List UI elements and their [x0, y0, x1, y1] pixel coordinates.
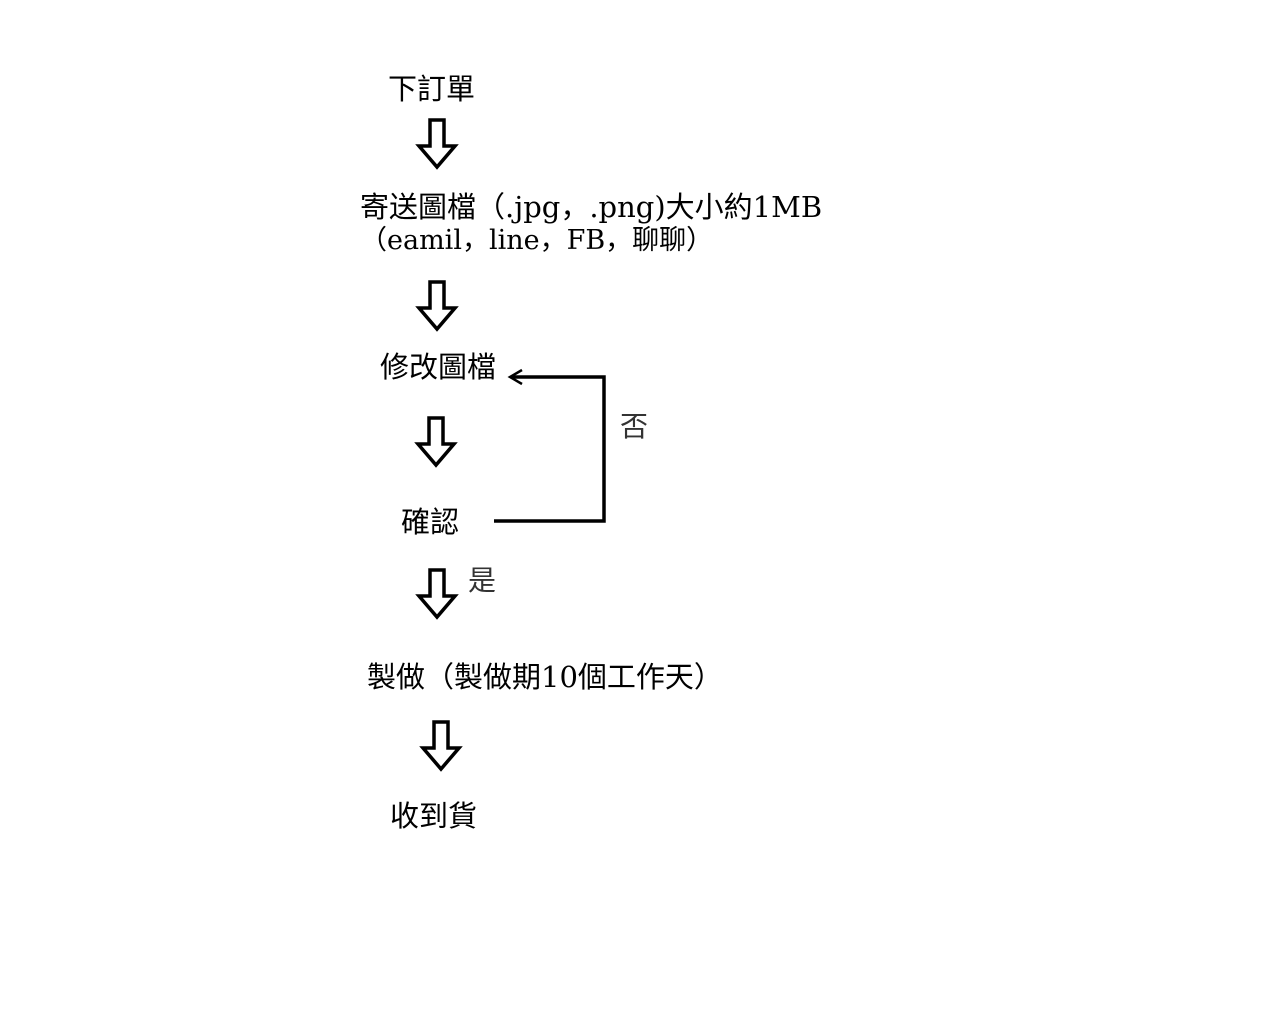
step-send-file: 寄送圖檔（.jpg，.png)大小約1MB: [360, 190, 823, 224]
loop-back-line: [494, 375, 606, 523]
step-send-channels: （eamil，line，FB，聊聊）: [360, 225, 714, 256]
step-produce: 製做（製做期10個工作天）: [367, 660, 723, 694]
step-confirm: 確認: [401, 505, 460, 539]
branch-yes-label: 是: [468, 564, 497, 597]
step-order: 下訂單: [388, 72, 476, 106]
down-arrow-icon: [414, 416, 458, 468]
down-arrow-icon: [415, 568, 459, 620]
down-arrow-icon: [415, 118, 459, 170]
down-arrow-icon: [415, 280, 459, 332]
step-revise: 修改圖檔: [380, 350, 497, 384]
branch-no-label: 否: [620, 410, 649, 443]
down-arrow-icon: [419, 720, 463, 772]
arrowhead-icon: [507, 368, 523, 386]
step-receive: 收到貨: [390, 799, 478, 833]
